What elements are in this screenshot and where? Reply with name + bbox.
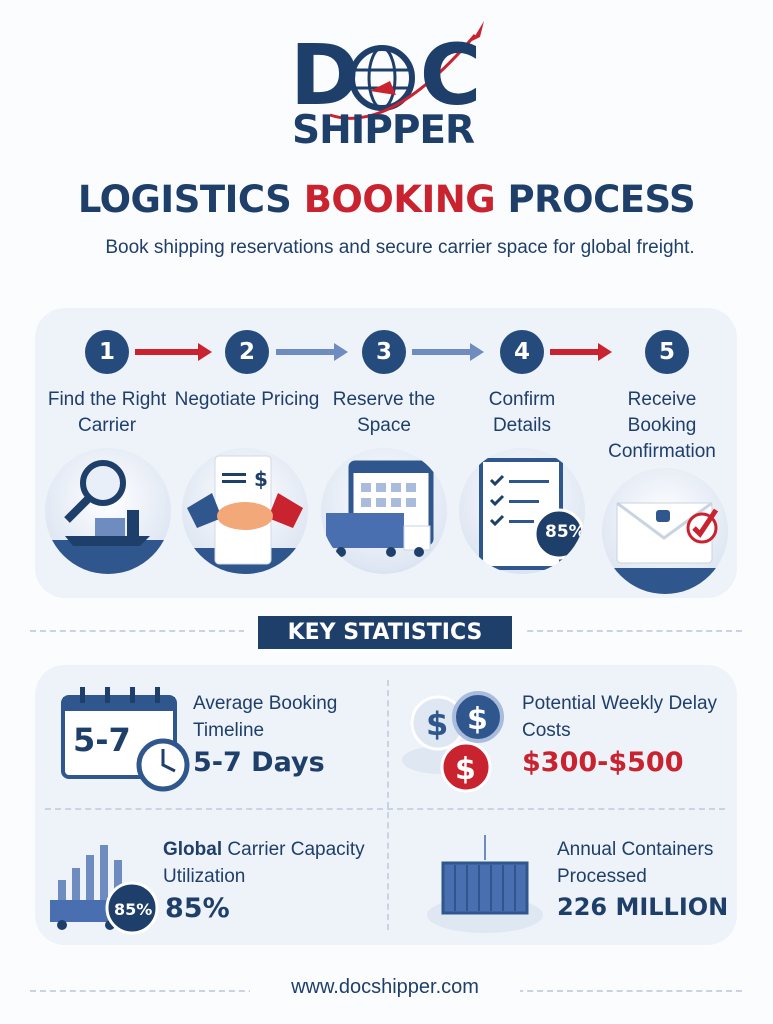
stat-value-capacity-utilization: 85%: [165, 893, 230, 924]
divider: [387, 680, 389, 930]
step-number-1: 1: [85, 330, 129, 374]
stat-label-capacity-utilization: Global Carrier Capacity Utilization: [163, 836, 388, 890]
svg-text:$: $: [455, 752, 476, 787]
svg-text:$: $: [426, 705, 448, 743]
logo-shipper: SHIPPER: [292, 108, 475, 153]
arrow-right-icon: [276, 343, 348, 361]
page-title: LOGISTICS BOOKING PROCESS: [77, 178, 696, 221]
arrow-right-icon: [550, 343, 612, 361]
step-label-2: Negotiate Pricing: [174, 389, 320, 410]
page-subtitle: Book shipping reservations and secure ca…: [105, 237, 695, 258]
globe-plane-icon: [329, 21, 484, 120]
step-label-3: Reserve the Space: [332, 389, 436, 436]
bar-chart-icon-text: 85%: [114, 900, 153, 919]
stat-label-booking-timeline: Average Booking Timeline: [193, 693, 338, 741]
step-number-3: 3: [362, 330, 406, 374]
key-statistics-heading: KEY STATISTICS: [244, 616, 526, 649]
coins-icon: $ $ $: [402, 691, 504, 793]
svg-text:$: $: [254, 467, 268, 491]
step-label-5: Receive Booking Confirmation: [608, 389, 716, 462]
bar-chart-icon: 85%: [40, 830, 165, 935]
container-icon: [427, 835, 543, 933]
stat-label-delay-costs: Potential Weekly Delay Costs: [522, 693, 718, 741]
stat-value-delay-costs: $300-$500: [522, 747, 684, 778]
step-arrows: [135, 343, 612, 361]
stat-value-booking-timeline: 5-7 Days: [193, 747, 325, 778]
envelope-check-icon: [602, 468, 728, 594]
magnifier-ship-icon: [45, 448, 171, 574]
calendar-truck-icon: [321, 448, 447, 574]
step-4-badge: 85%: [545, 522, 585, 542]
checklist-icon: 85%: [459, 448, 585, 574]
step-number-2: 2: [225, 330, 269, 374]
step-number-5: 5: [645, 330, 689, 374]
divider: [45, 808, 725, 810]
step-number-4: 4: [500, 330, 544, 374]
svg-text:$: $: [467, 702, 488, 737]
stat-label-rest: Carrier Capacity Utilization: [163, 839, 365, 887]
step-label-1: Find the Right Carrier: [47, 389, 167, 436]
stat-label-annual-containers: Annual Containers Processed: [557, 839, 714, 887]
arrow-right-icon: [135, 343, 212, 361]
calendar-icon-text: 5-7: [73, 721, 131, 759]
arrow-right-icon: [412, 343, 484, 361]
calendar-clock-icon: 5-7: [45, 685, 190, 795]
stat-label-bold: Global: [163, 839, 223, 860]
handshake-invoice-icon: $: [182, 448, 308, 574]
website-link[interactable]: www.docshipper.com: [250, 976, 520, 999]
stat-value-annual-containers: 226 MILLION: [557, 893, 729, 921]
step-label-4: Confirm Details: [488, 389, 556, 436]
